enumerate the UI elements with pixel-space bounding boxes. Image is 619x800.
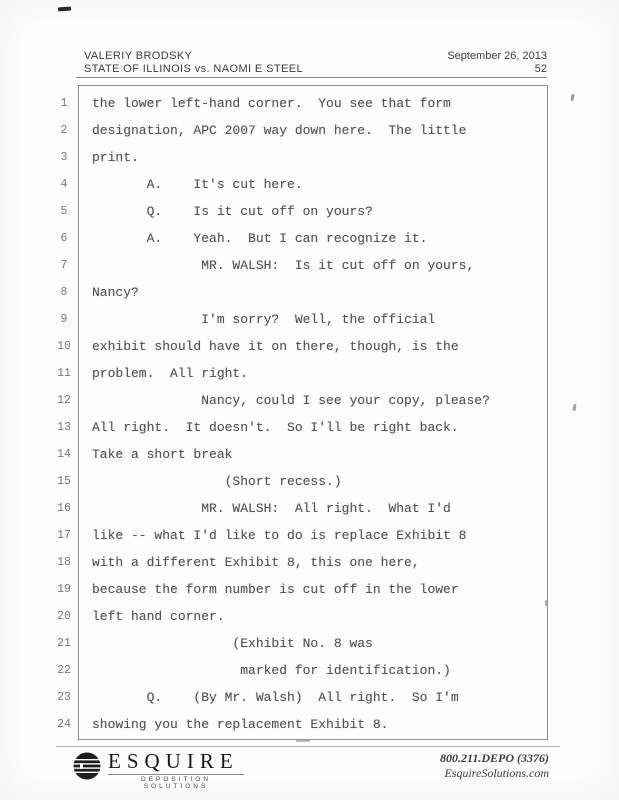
line-text: left hand corner. — [92, 609, 225, 624]
transcript-line: 3 print. — [50, 144, 550, 171]
transcript-line: 13 All right. It doesn't. So I'll be righ… — [50, 414, 550, 441]
line-number: 18 — [57, 556, 71, 569]
line-number: 19 — [57, 583, 71, 596]
transcript-line: 12 Nancy, could I see your copy, please? — [50, 387, 550, 414]
line-number: 10 — [57, 340, 71, 353]
line-text: showing you the replacement Exhibit 8. — [92, 717, 389, 732]
line-number: 22 — [57, 664, 71, 677]
line-number: 3 — [60, 151, 68, 164]
line-text: (Short recess.) — [92, 474, 342, 489]
line-text: I'm sorry? Well, the official — [92, 312, 436, 327]
header-divider — [76, 77, 546, 78]
page-number: 52 — [534, 63, 547, 75]
transcript-line: 17 like -- what I'd like to do is replace… — [50, 522, 550, 549]
scan-artifact — [572, 403, 577, 412]
line-number: 11 — [57, 367, 71, 380]
deposition-date: September 26, 2013 — [447, 50, 547, 62]
line-text: Q. Is it cut off on yours? — [92, 204, 373, 219]
line-text: designation, APC 2007 way down here. The… — [92, 123, 467, 138]
line-text: All right. It doesn't. So I'll be right … — [92, 420, 459, 435]
transcript-line: 8 Nancy? — [50, 279, 550, 306]
line-text: the lower left-hand corner. You see that… — [92, 96, 451, 111]
line-number: 21 — [57, 637, 71, 650]
line-number: 17 — [57, 529, 71, 542]
esquire-tagline: DEPOSITION SOLUTIONS — [108, 774, 244, 790]
esquire-logo: ESQUIRE DEPOSITION SOLUTIONS — [72, 750, 244, 790]
line-number: 6 — [60, 232, 68, 245]
line-text: marked for identification.) — [92, 663, 451, 678]
footer-divider — [56, 746, 560, 747]
line-text: print. — [92, 150, 139, 165]
transcript-line: 2 designation, APC 2007 way down here. Th… — [50, 117, 550, 144]
transcript-line: 15 (Short recess.) — [50, 468, 550, 495]
line-text: MR. WALSH: All right. What I'd — [92, 501, 451, 516]
line-number: 12 — [57, 394, 71, 407]
line-text: (Exhibit No. 8 was — [92, 636, 373, 651]
transcript-line: 6 A. Yeah. But I can recognize it. — [50, 225, 550, 252]
transcript-border-box — [78, 85, 548, 740]
transcript-line: 24 showing you the replacement Exhibit 8. — [50, 711, 550, 738]
line-text: Nancy? — [92, 285, 139, 300]
line-number: 4 — [60, 178, 68, 191]
line-number: 13 — [57, 421, 71, 434]
header-right: September 26, 2013 52 — [447, 50, 547, 76]
line-text: because the form number is cut off in th… — [92, 582, 459, 597]
line-number: 7 — [60, 259, 68, 272]
header-left: VALERIY BRODSKY STATE OF ILLINOIS vs. NA… — [84, 50, 303, 76]
scan-artifact — [57, 6, 72, 12]
transcript-line: 10 exhibit should have it on there, thoug… — [50, 333, 550, 360]
line-text: Q. (By Mr. Walsh) All right. So I'm — [92, 690, 459, 705]
transcript-body: 1 the lower left-hand corner. You see tha… — [50, 90, 550, 738]
transcript-line: 14 Take a short break — [50, 441, 550, 468]
line-text: Nancy, could I see your copy, please? — [92, 393, 490, 408]
transcript-line: 11 problem. All right. — [50, 360, 550, 387]
scan-artifact — [545, 600, 548, 606]
line-text: A. It's cut here. — [92, 177, 303, 192]
line-text: problem. All right. — [92, 366, 249, 381]
scan-artifact — [570, 93, 575, 102]
line-text: MR. WALSH: Is it cut off on yours, — [92, 258, 475, 273]
transcript-line: 16 MR. WALSH: All right. What I'd — [50, 495, 550, 522]
line-text: like -- what I'd like to do is replace E… — [92, 528, 467, 543]
footer-phone: 800.211.DEPO (3376) — [440, 751, 549, 765]
footer-contact: 800.211.DEPO (3376) EsquireSolutions.com — [440, 751, 549, 781]
transcript-line: 4 A. It's cut here. — [50, 171, 550, 198]
line-number: 2 — [60, 124, 68, 137]
line-number: 16 — [57, 502, 71, 515]
case-caption: STATE OF ILLINOIS vs. NAOMI E STEEL — [84, 63, 303, 75]
line-number: 15 — [57, 475, 71, 488]
transcript-line: 18 with a different Exhibit 8, this one h… — [50, 549, 550, 576]
transcript-line: 19 because the form number is cut off in … — [50, 576, 550, 603]
transcript-line: 1 the lower left-hand corner. You see tha… — [50, 90, 550, 117]
esquire-globe-icon — [73, 752, 101, 780]
transcript-line: 5 Q. Is it cut off on yours? — [50, 198, 550, 225]
line-text: A. Yeah. But I can recognize it. — [92, 231, 428, 246]
line-number: 8 — [60, 286, 68, 299]
line-number: 20 — [57, 610, 71, 623]
line-number: 14 — [57, 448, 71, 461]
line-text: exhibit should have it on there, though,… — [92, 339, 459, 354]
esquire-wordmark: ESQUIRE — [108, 749, 239, 773]
transcript-line: 23 Q. (By Mr. Walsh) All right. So I'm — [50, 684, 550, 711]
line-text: with a different Exhibit 8, this one her… — [92, 555, 420, 570]
line-number: 24 — [57, 718, 71, 731]
line-number: 1 — [60, 97, 68, 110]
transcript-line: 22 marked for identification.) — [50, 657, 550, 684]
esquire-logo-text: ESQUIRE DEPOSITION SOLUTIONS — [108, 750, 244, 790]
transcript-line: 21 (Exhibit No. 8 was — [50, 630, 550, 657]
line-text: Take a short break — [92, 447, 233, 462]
transcript-line: 20 left hand corner. — [50, 603, 550, 630]
line-number: 9 — [60, 313, 68, 326]
scan-artifact — [296, 740, 310, 742]
transcript-line: 7 MR. WALSH: Is it cut off on yours, — [50, 252, 550, 279]
deponent-name: VALERIY BRODSKY — [84, 50, 193, 62]
line-number: 5 — [60, 205, 68, 218]
footer-website: EsquireSolutions.com — [444, 766, 549, 780]
line-number: 23 — [57, 691, 71, 704]
transcript-line: 9 I'm sorry? Well, the official — [50, 306, 550, 333]
